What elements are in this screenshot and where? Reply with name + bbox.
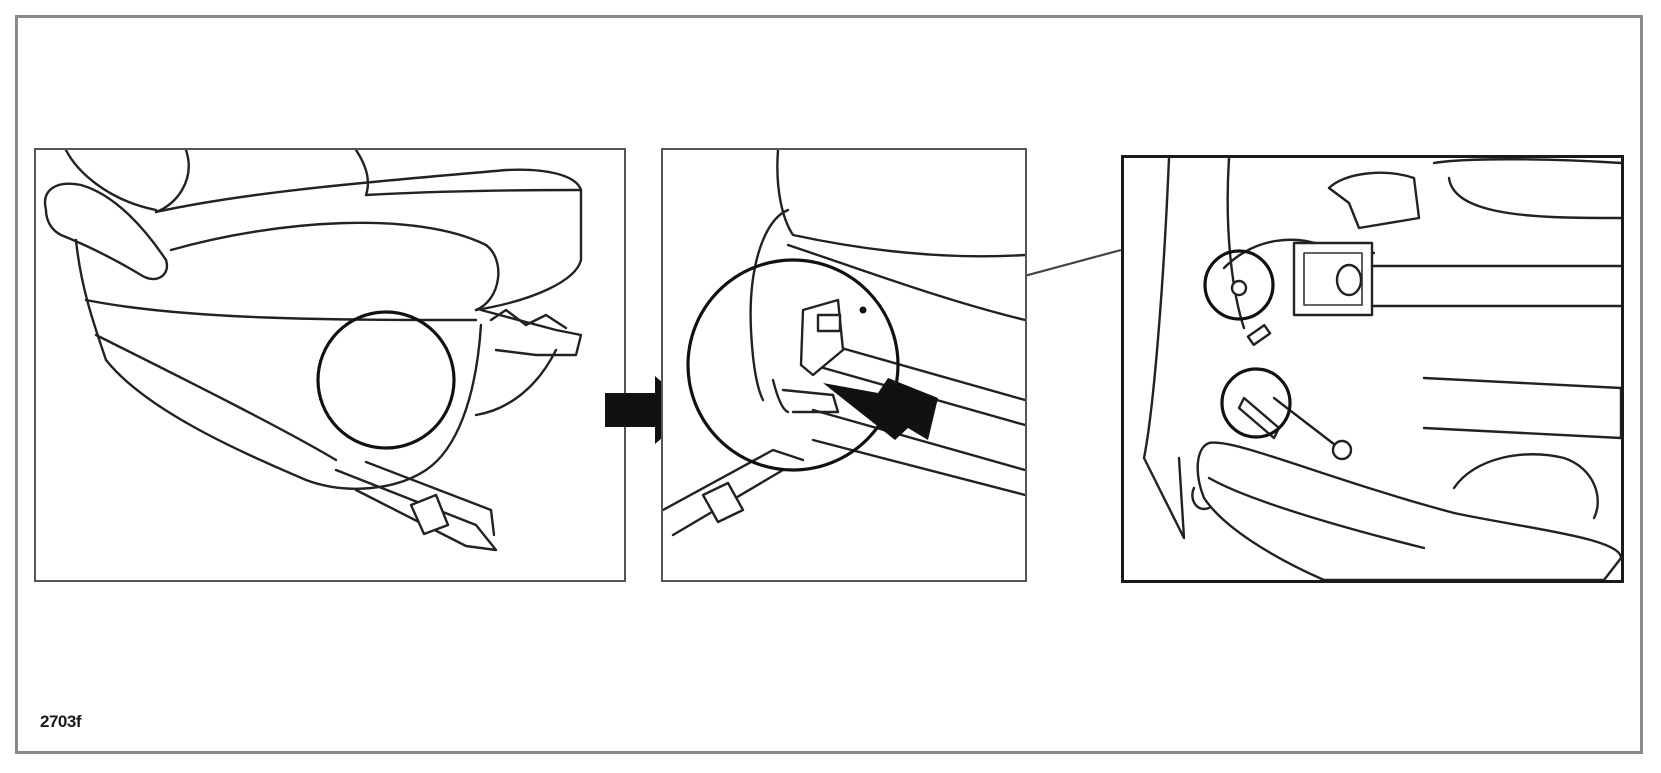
- highlight-circle-upper: [1203, 249, 1275, 321]
- fixing-pin: [1237, 396, 1281, 440]
- runner-end: [1191, 486, 1211, 511]
- clip-hole: [1335, 263, 1363, 297]
- runner-bar-inner: [1207, 476, 1426, 550]
- rail-line: [811, 438, 1025, 497]
- trim-clip: [816, 313, 842, 333]
- seat-runner-bar: [1196, 441, 1621, 580]
- lever-rod: [1272, 396, 1341, 450]
- seat-edge: [776, 150, 1025, 258]
- runner-clamp: [781, 388, 840, 414]
- runner-front: [663, 448, 805, 512]
- runner-rail: [1422, 376, 1621, 440]
- trim-edge: [749, 208, 790, 402]
- rail-line: [811, 408, 1025, 472]
- runner-spring: [489, 308, 568, 330]
- seat-edge: [1226, 158, 1246, 330]
- seat-runner-rear: [479, 308, 583, 357]
- figure-id-label: 2703f: [40, 712, 81, 731]
- trim-lower-edge: [771, 378, 790, 414]
- cushion-top: [1432, 158, 1621, 165]
- seat-cushion-top: [154, 168, 583, 312]
- highlight-circle-lower: [1220, 367, 1292, 439]
- trim-edge: [1142, 158, 1186, 540]
- rail-line: [811, 338, 1025, 402]
- seat-cushion-front: [169, 221, 500, 312]
- seat-cushion-line: [354, 150, 370, 197]
- seat-cushion-seam: [364, 188, 583, 197]
- upper-bracket: [1327, 171, 1421, 230]
- highlight-circle: [316, 310, 456, 450]
- runner-foot: [409, 493, 450, 536]
- lever-knob: [1331, 439, 1353, 461]
- fixing-detail-drawing: [1142, 158, 1621, 580]
- panel-seat-base-closeup: [661, 148, 1027, 582]
- seat-base-closeup-drawing: [663, 150, 1025, 537]
- fixing-hole: [1230, 279, 1248, 297]
- runner-foot: [701, 481, 745, 524]
- push-arrow-icon: [823, 378, 938, 440]
- seat-overview-drawing: [43, 150, 583, 552]
- magnifier-circle: [686, 258, 900, 472]
- cushion-line: [1447, 176, 1621, 220]
- rail-top: [786, 243, 1025, 322]
- seat-foot: [1452, 453, 1599, 520]
- panel-seat-overview: [34, 148, 626, 582]
- callout-dot: [859, 306, 867, 314]
- seat-back-edge: [154, 150, 190, 214]
- recliner-lever: [43, 182, 169, 281]
- trim-bracket: [799, 298, 845, 377]
- slot-icon: [1246, 323, 1272, 347]
- seat-runner-front-inner: [364, 460, 496, 537]
- seat-back-edge: [64, 150, 158, 212]
- panel-fixing-detail: [1121, 155, 1624, 583]
- seat-base-lower-seam: [94, 333, 338, 462]
- runner-wire: [474, 348, 558, 417]
